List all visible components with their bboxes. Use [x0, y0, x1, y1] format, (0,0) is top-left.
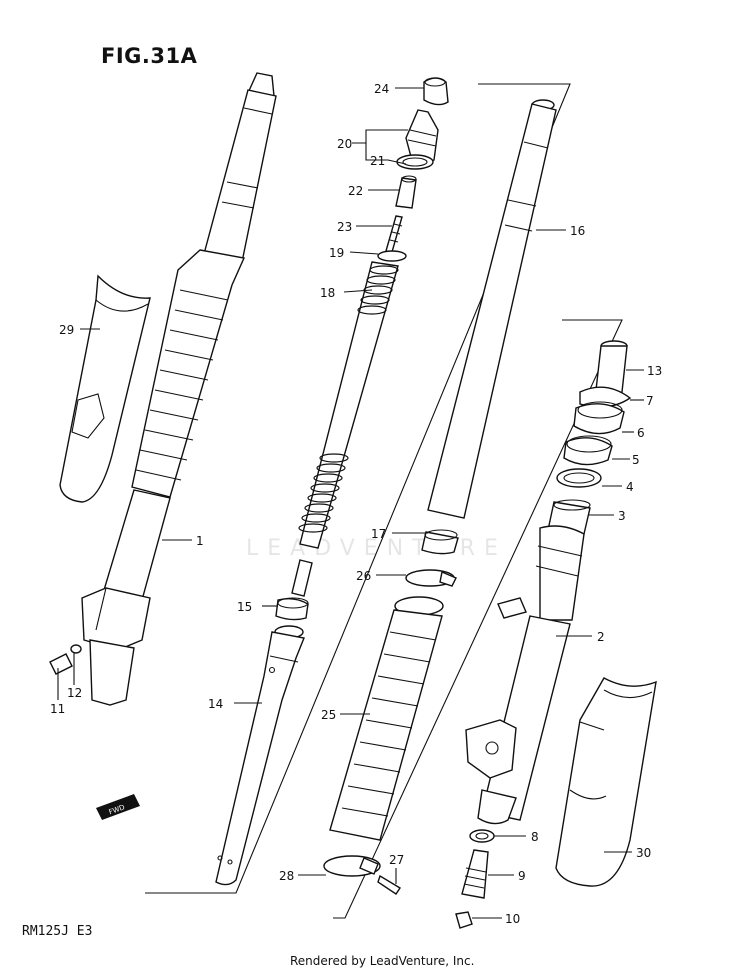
clamp-28 [323, 855, 401, 895]
callout-10: 10 [505, 912, 520, 926]
inner-tube-14 [215, 625, 305, 886]
left-fork-leg [81, 72, 277, 706]
callout-5: 5 [632, 453, 640, 467]
fork-cap-bolt [396, 109, 439, 170]
callout-28: 28 [279, 869, 294, 883]
callout-25: 25 [321, 708, 336, 722]
callout-21: 21 [370, 154, 385, 168]
callout-7: 7 [646, 394, 654, 408]
bushing-17 [421, 529, 459, 555]
callout-13: 13 [647, 364, 662, 378]
lower-spring [298, 453, 349, 533]
callout-29: 29 [59, 323, 74, 337]
cap-13 [595, 340, 628, 395]
group-bracket-left [145, 83, 571, 894]
boot-ribs [135, 289, 229, 481]
callout-labels: 1 2 3 4 5 6 7 8 9 10 11 12 13 14 15 16 1… [50, 82, 662, 926]
callout-15: 15 [237, 600, 252, 614]
fork-boot-25 [329, 596, 444, 841]
right-fork-guard [555, 677, 657, 887]
callout-6: 6 [637, 426, 645, 440]
upper-spring [357, 265, 399, 315]
figure-title: FIG.31A [101, 44, 198, 68]
callout-3: 3 [618, 509, 626, 523]
cap-24 [423, 77, 449, 106]
callout-14: 14 [208, 697, 223, 711]
callout-17: 17 [371, 527, 386, 541]
fwd-badge: FWD [96, 794, 140, 820]
callout-4: 4 [626, 480, 634, 494]
callout-23: 23 [337, 220, 352, 234]
callout-1: 1 [196, 534, 204, 548]
oil-seal-6 [573, 401, 625, 435]
callout-9: 9 [518, 869, 526, 883]
bolt-and-washer [49, 644, 82, 675]
callout-22: 22 [348, 184, 363, 198]
render-credit: Rendered by LeadVenture, Inc. [290, 954, 475, 968]
group-bracket-right [333, 319, 623, 919]
washer-4 [556, 468, 602, 488]
adjuster-rod [385, 215, 403, 253]
spacer-22 [395, 175, 417, 209]
callout-24: 24 [374, 82, 389, 96]
left-fork-guard [59, 274, 151, 503]
callout-30: 30 [636, 846, 651, 860]
callout-27: 27 [389, 853, 404, 867]
bolt-9 [461, 849, 489, 899]
right-upper-tube [427, 99, 557, 519]
damper-rod-spring [291, 261, 399, 597]
callout-19: 19 [329, 246, 344, 260]
callout-18: 18 [320, 286, 335, 300]
washer-19 [377, 250, 407, 262]
seal-5 [563, 435, 613, 466]
nut-10 [455, 911, 473, 929]
gasket-8 [469, 829, 495, 843]
boot-25-ribs [341, 631, 437, 817]
callout-2: 2 [597, 630, 605, 644]
callout-8: 8 [531, 830, 539, 844]
callout-20: 20 [337, 137, 352, 151]
right-fork-leg [465, 525, 585, 825]
ring-15 [275, 597, 309, 621]
callout-16: 16 [570, 224, 585, 238]
callout-11: 11 [50, 702, 65, 716]
model-code: RM125J E3 [22, 924, 93, 939]
clamp-26 [405, 569, 457, 587]
callout-12: 12 [67, 686, 82, 700]
leader-lines [57, 87, 644, 919]
callout-26: 26 [356, 569, 371, 583]
